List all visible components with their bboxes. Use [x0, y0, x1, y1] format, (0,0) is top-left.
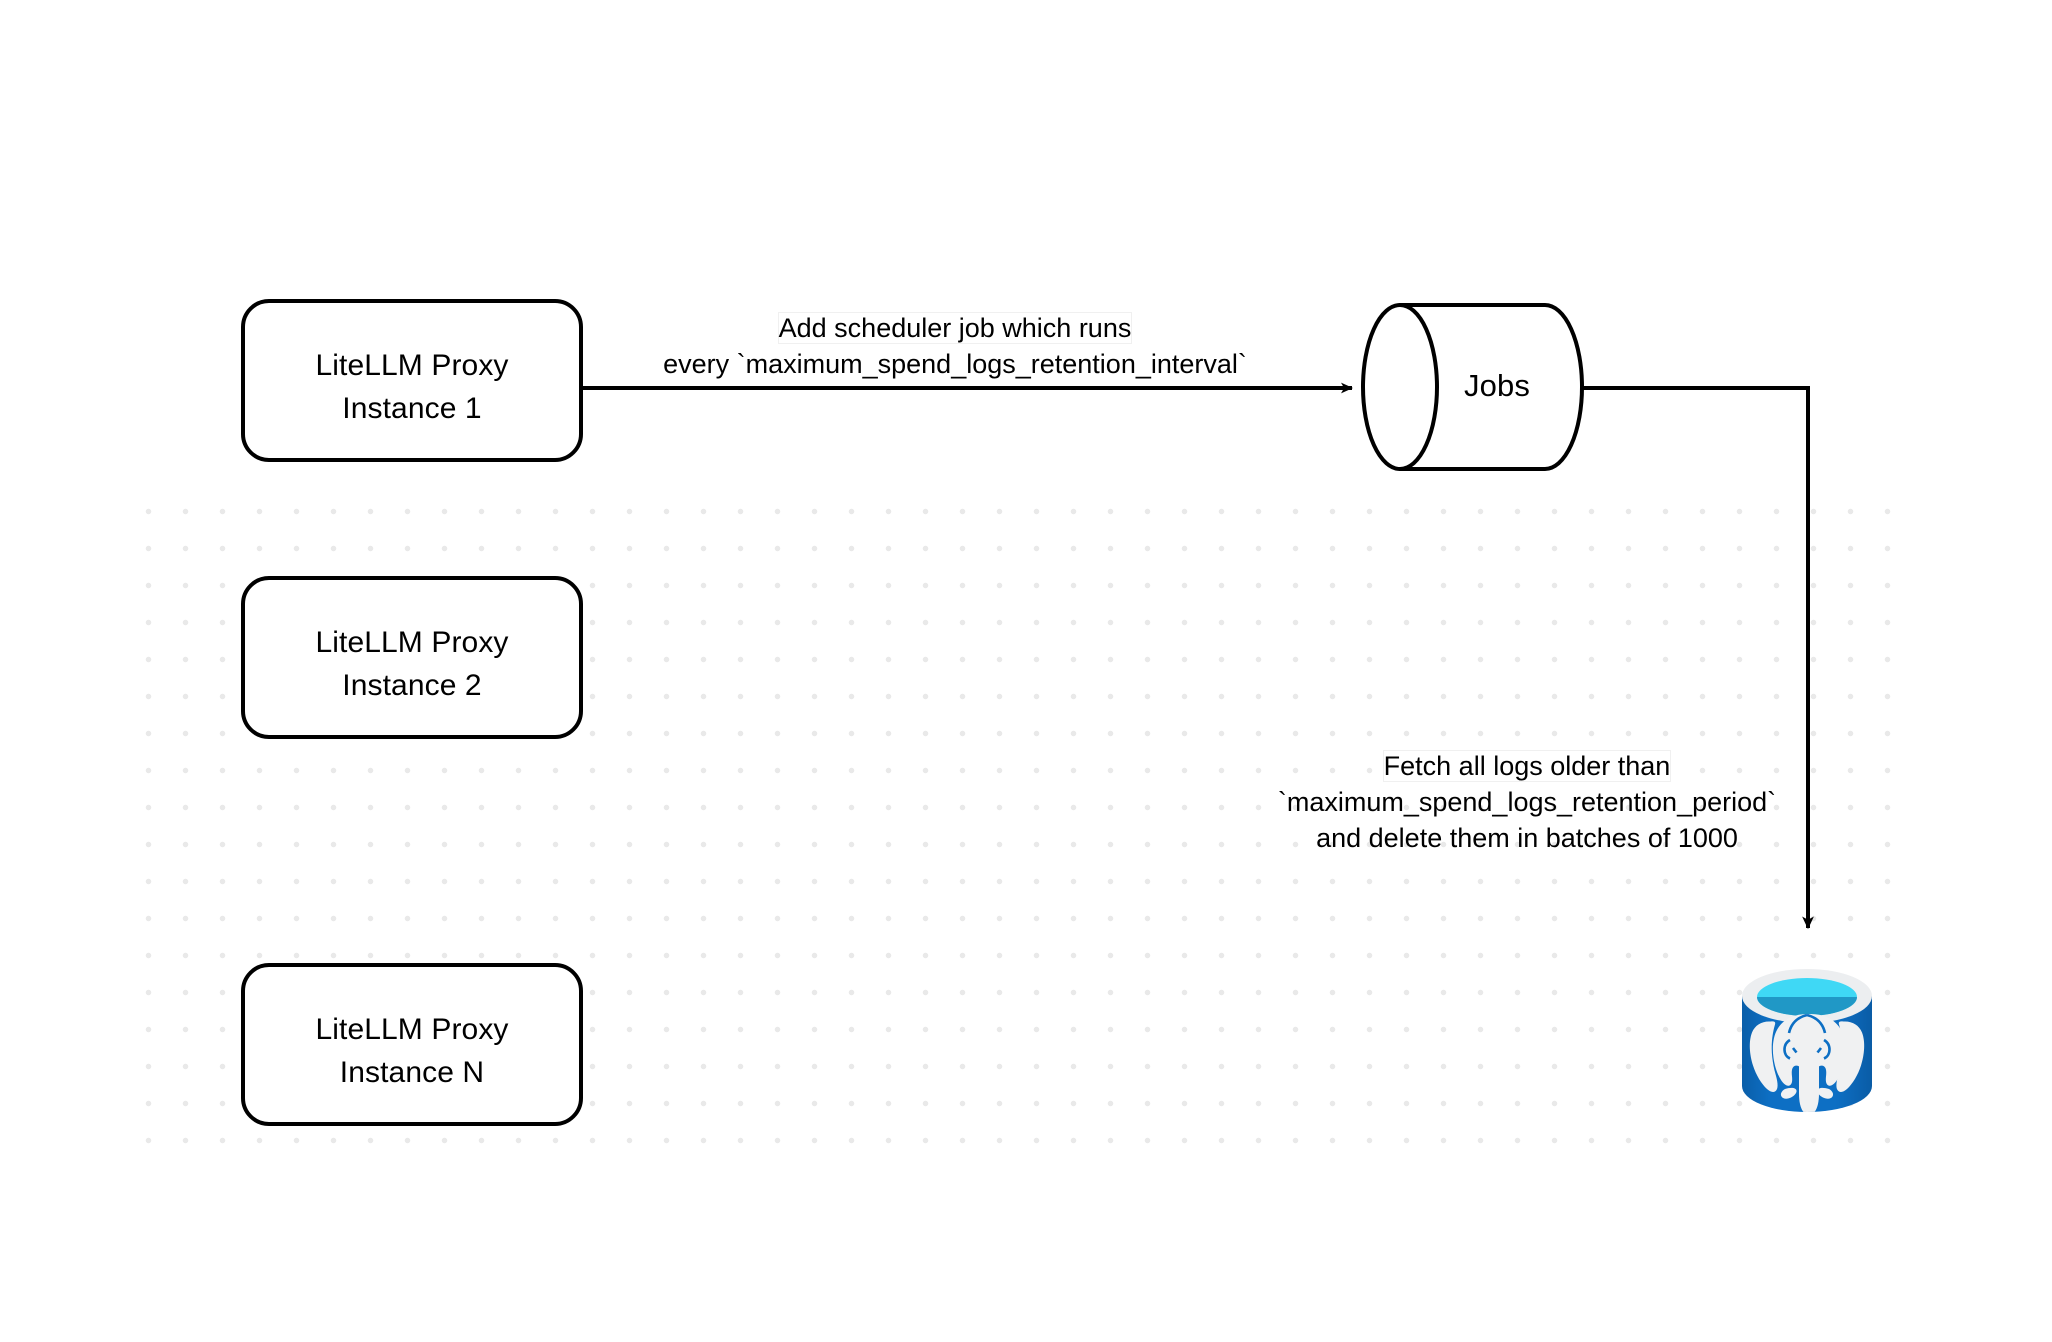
postgres-database-icon[interactable] [1742, 969, 1872, 1115]
cleanup-edge-label: Fetch all logs older than `maximum_spend… [1222, 748, 1832, 856]
proxy-instance-2-label: LiteLLM Proxy Instance 2 [315, 626, 509, 702]
cleanup-edge-label-line3: and delete them in batches of 1000 [1316, 823, 1738, 853]
node-proxy-instance-1[interactable] [241, 299, 583, 462]
jobs-queue-label: Jobs [1464, 368, 1530, 403]
node-proxy-instance-2[interactable] [241, 576, 583, 739]
scheduler-edge-label-line2: every `maximum_spend_logs_retention_inte… [663, 349, 1247, 379]
proxy-instance-1-label: LiteLLM Proxy Instance 1 [315, 349, 509, 425]
node-jobs-queue[interactable] [1361, 302, 1584, 472]
edge-cleanup-line [1582, 386, 1814, 930]
cleanup-edge-label-line2: `maximum_spend_logs_retention_period` [1277, 787, 1777, 817]
node-proxy-instance-n[interactable] [241, 963, 583, 1126]
cleanup-edge-label-line1: Fetch all logs older than [1383, 751, 1671, 781]
scheduler-edge-label: Add scheduler job which runs every `maxi… [595, 310, 1315, 382]
proxy-instance-n-label: LiteLLM Proxy Instance N [315, 1013, 509, 1089]
scheduler-edge-label-line1: Add scheduler job which runs [778, 313, 1132, 343]
